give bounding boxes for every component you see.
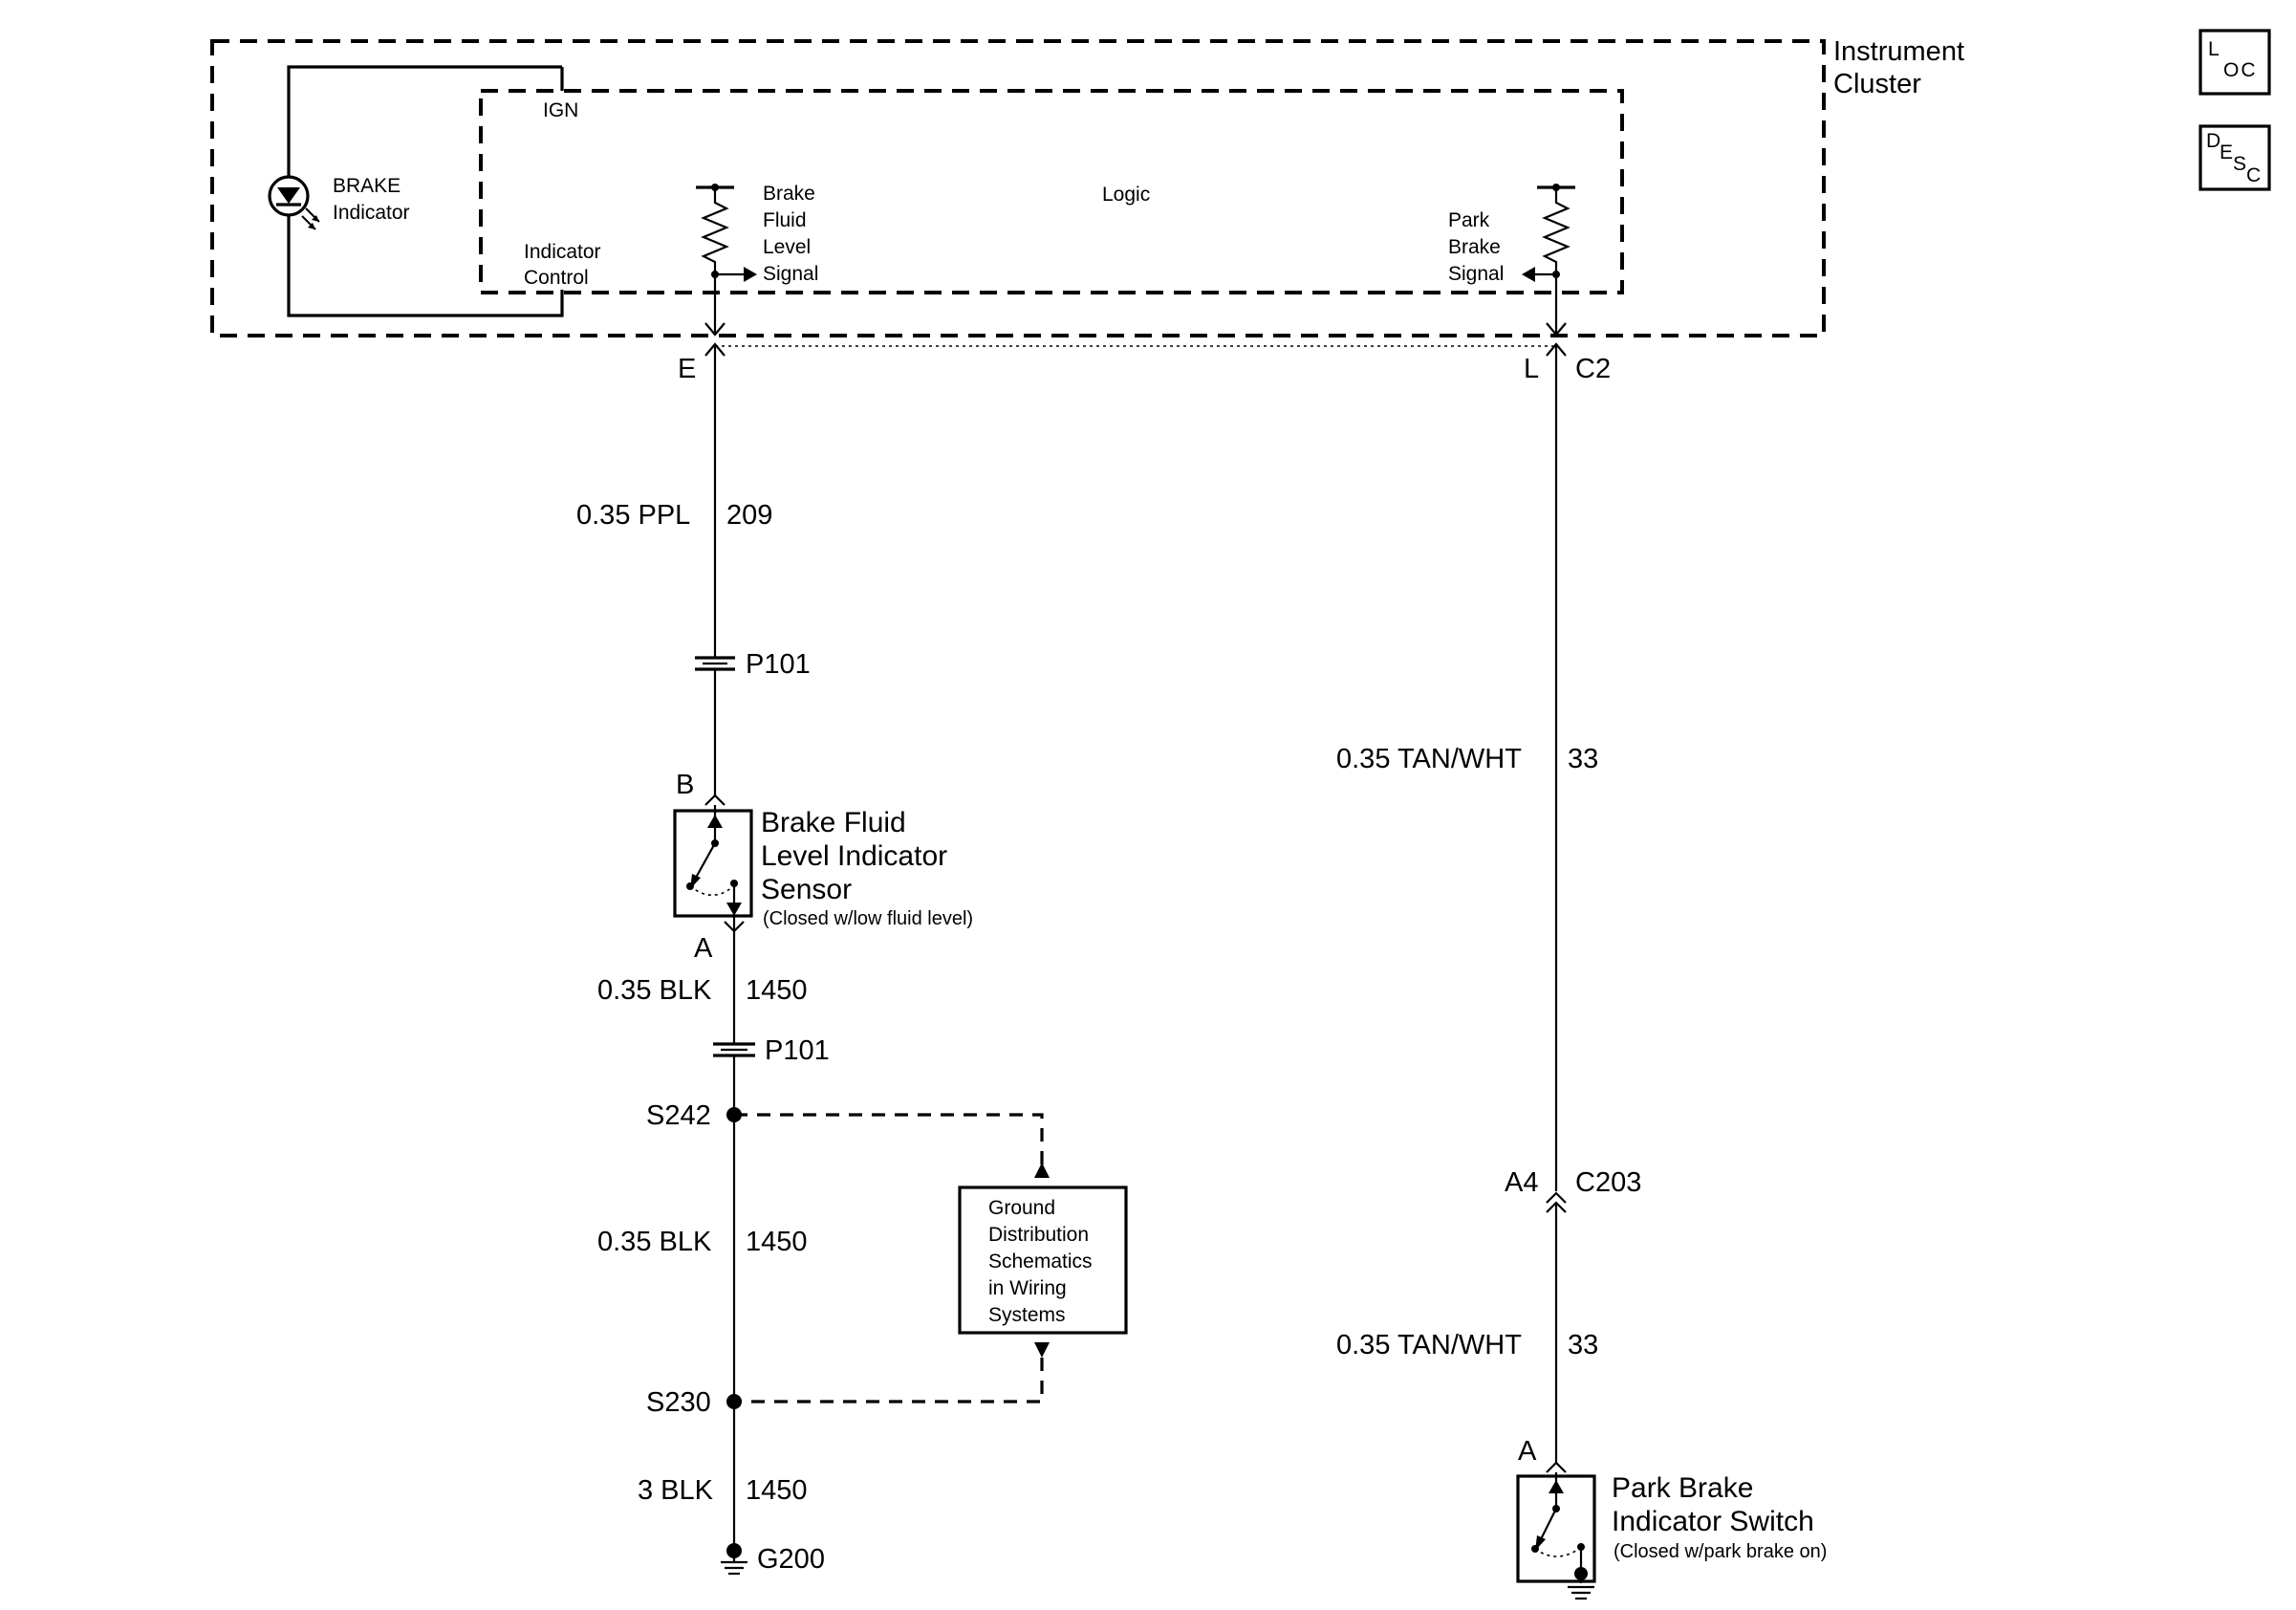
sensor-pin-a-label: A [694, 933, 713, 964]
brake-fluid-signal-1: Brake [763, 183, 815, 205]
brake-fluid-pullup-resistor [696, 184, 757, 335]
switch-name-2: Indicator Switch [1612, 1506, 1814, 1537]
brake-indicator-label-1: BRAKE [333, 175, 401, 197]
ign-label: IGN [543, 99, 578, 121]
brake-fluid-signal-4: Signal [763, 263, 818, 285]
led-icon [268, 175, 320, 230]
brake-fluid-signal-3: Level [763, 236, 811, 258]
pin-e-label: E [678, 354, 696, 384]
inline-connector-p101-lower [713, 1042, 755, 1057]
switch-name-1: Park Brake [1612, 1472, 1753, 1504]
pin-a4-label: A4 [1505, 1167, 1538, 1198]
wire-33-lower-circuit: 33 [1568, 1330, 1598, 1360]
logic-label: Logic [1102, 184, 1150, 206]
park-brake-switch [1516, 1472, 1596, 1583]
wire-33-upper-gauge: 0.35 TAN/WHT [1336, 744, 1522, 774]
svg-text:D: D [2206, 130, 2220, 152]
indicator-control-label-2: Control [524, 267, 589, 289]
ground-switch-icon [1568, 1585, 1594, 1600]
ground-box-text-1: Ground [988, 1197, 1055, 1219]
loc-icon[interactable]: L OC [2199, 29, 2271, 96]
ground-box-text-5: Systems [988, 1304, 1066, 1326]
connector-c203-label: C203 [1575, 1167, 1641, 1198]
pin-l-label: L [1524, 354, 1539, 384]
wire-1450-upper-gauge: 0.35 BLK [597, 975, 712, 1006]
svg-text:C: C [2246, 164, 2261, 186]
wire-1450-lower-circuit: 1450 [746, 1475, 808, 1506]
inline-connector-p101-upper [695, 656, 735, 671]
brake-fluid-level-sensor [673, 805, 753, 931]
brake-indicator-label-2: Indicator [333, 202, 410, 224]
sensor-name-2: Level Indicator [761, 840, 947, 872]
park-brake-signal-1: Park [1448, 209, 1490, 231]
desc-icon[interactable]: D E S C [2199, 124, 2271, 191]
wire-1450-mid-gauge: 0.35 BLK [597, 1227, 712, 1257]
park-brake-signal-3: Signal [1448, 263, 1504, 285]
splice-s242-label: S242 [646, 1100, 711, 1131]
brake-indicator-wire [287, 65, 564, 317]
wire-1450-lower-gauge: 3 BLK [638, 1475, 714, 1506]
indicator-control-label-1: Indicator [524, 241, 601, 263]
sensor-name-1: Brake Fluid [761, 807, 906, 838]
brake-fluid-signal-2: Fluid [763, 209, 807, 231]
park-brake-pullup-resistor [1522, 184, 1575, 335]
svg-text:E: E [2220, 141, 2233, 163]
svg-text:S: S [2233, 153, 2246, 175]
svg-text:OC: OC [2223, 59, 2258, 81]
wire-1450-upper-circuit: 1450 [746, 975, 808, 1006]
splice-s230-label: S230 [646, 1387, 711, 1418]
instrument-cluster-boundary [210, 39, 1826, 337]
wire-1450-mid-circuit: 1450 [746, 1227, 808, 1257]
ground-g200-label: G200 [757, 1544, 825, 1575]
wire-33-upper-circuit: 33 [1568, 744, 1598, 774]
p101-upper-label: P101 [746, 649, 811, 680]
logic-boundary [479, 89, 1624, 294]
sensor-note: (Closed w/low fluid level) [763, 908, 973, 929]
connector-c2-label: C2 [1575, 354, 1611, 384]
park-brake-signal-2: Brake [1448, 236, 1501, 258]
wire-33-lower-gauge: 0.35 TAN/WHT [1336, 1330, 1522, 1360]
instrument-cluster-label-1: Instrument [1833, 36, 1964, 67]
wire-209-gauge: 0.35 PPL [576, 500, 690, 531]
sensor-name-3: Sensor [761, 874, 852, 905]
instrument-cluster-label-2: Cluster [1833, 69, 1921, 99]
switch-note: (Closed w/park brake on) [1614, 1541, 1827, 1562]
svg-text:L: L [2208, 38, 2220, 60]
pin-b-label: B [676, 770, 694, 800]
ground-distribution-reference [734, 1113, 1128, 1403]
p101-lower-label: P101 [765, 1035, 830, 1066]
ground-box-text-2: Distribution [988, 1224, 1089, 1246]
ground-box-text-4: in Wiring [988, 1277, 1067, 1299]
ground-g200-icon [721, 1543, 747, 1576]
connector-c2 [704, 322, 1567, 357]
wire-209-circuit: 209 [726, 500, 772, 531]
ground-box-text-3: Schematics [988, 1251, 1093, 1273]
switch-pin-a-label: A [1518, 1436, 1537, 1467]
